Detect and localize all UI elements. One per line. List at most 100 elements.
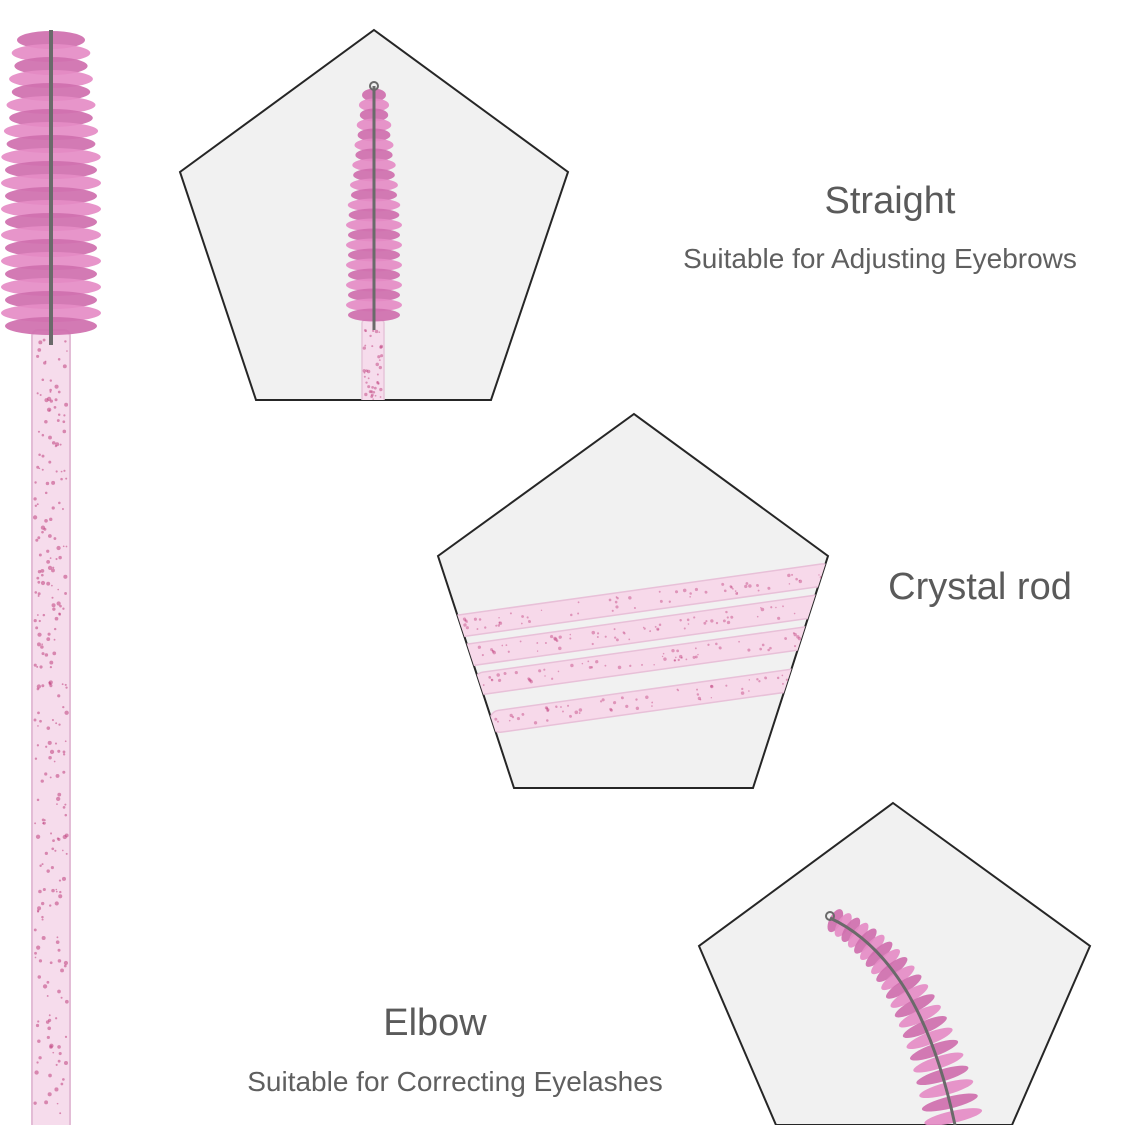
glitter-dot	[659, 599, 663, 603]
glitter-dot	[756, 583, 759, 587]
glitter-dot	[707, 643, 710, 646]
glitter-dot	[569, 714, 572, 718]
glitter-dot	[47, 565, 53, 570]
glitter-dot	[529, 680, 533, 684]
glitter-dot	[370, 395, 374, 399]
glitter-dot	[61, 683, 64, 686]
glitter-dot	[756, 678, 759, 681]
glitter-dot	[36, 354, 40, 358]
glitter-dot	[46, 980, 50, 984]
glitter-dot	[546, 709, 550, 713]
glitter-dot	[62, 420, 66, 424]
glitter-dot	[759, 647, 763, 651]
glitter-dot	[498, 617, 500, 619]
glitter-dot	[459, 647, 463, 652]
glitter-dot	[569, 637, 572, 640]
glitter-dot	[63, 574, 68, 579]
glitter-dot	[545, 707, 549, 710]
glitter-dot	[63, 964, 67, 968]
glitter-dot	[40, 580, 46, 586]
glitter-dot	[645, 695, 649, 700]
glitter-dot	[516, 716, 521, 721]
glitter-dot	[806, 629, 810, 633]
glitter-dot	[37, 536, 41, 540]
straight-brush-tip	[369, 81, 379, 91]
glitter-dot	[38, 619, 41, 623]
glitter-dot	[58, 555, 62, 560]
glitter-dot	[546, 708, 550, 712]
glitter-dot	[658, 590, 661, 593]
glitter-dot	[51, 888, 55, 893]
glitter-dot	[58, 501, 61, 505]
glitter-dot	[674, 590, 679, 594]
glitter-dot	[570, 663, 574, 668]
glitter-dot	[48, 682, 52, 686]
glitter-dot	[368, 390, 372, 394]
glitter-dot	[372, 398, 374, 400]
glitter-dot	[39, 719, 42, 723]
glitter-dot	[543, 668, 546, 671]
glitter-dot	[519, 640, 522, 643]
glitter-dot	[38, 553, 42, 557]
glitter-dot	[614, 600, 618, 604]
glitter-dot	[55, 558, 58, 561]
glitter-dot	[514, 670, 518, 675]
glitter-dot	[41, 652, 45, 656]
glitter-dot	[55, 442, 60, 447]
glitter-dot	[48, 1014, 51, 1017]
glitter-dot	[484, 626, 487, 629]
glitter-dot	[377, 355, 381, 359]
glitter-dot	[54, 849, 57, 852]
glitter-dot	[492, 650, 497, 655]
glitter-dot	[62, 753, 66, 756]
glitter-dot	[748, 679, 751, 681]
glitter-dot	[536, 642, 539, 644]
glitter-dot	[689, 596, 691, 598]
glitter-dot	[47, 632, 51, 636]
glitter-dot	[793, 612, 796, 615]
glitter-dot	[604, 664, 607, 667]
glitter-dot	[64, 710, 69, 715]
glitter-dot	[362, 369, 366, 373]
glitter-dot	[65, 477, 68, 480]
glitter-dot	[41, 915, 44, 919]
glitter-dot	[680, 656, 683, 659]
glitter-dot	[372, 329, 375, 332]
glitter-dot	[715, 621, 719, 625]
glitter-dot	[57, 959, 62, 963]
glitter-dot	[46, 559, 51, 564]
glitter-dot	[61, 508, 64, 511]
glitter-dot	[42, 984, 48, 989]
glitter-dot	[527, 677, 531, 681]
glitter-dot	[609, 707, 613, 711]
glitter-dot	[629, 664, 632, 668]
glitter-dot	[738, 640, 740, 643]
crystal-rod-1	[438, 563, 828, 643]
glitter-dot	[757, 589, 760, 592]
glitter-dot	[41, 935, 46, 940]
glitter-dot	[501, 644, 504, 647]
glitter-dot	[544, 675, 546, 677]
glitter-dot	[36, 945, 41, 950]
glitter-dot	[41, 863, 44, 866]
glitter-dot	[869, 670, 872, 673]
glitter-dot	[599, 700, 603, 703]
glitter-dot	[649, 630, 652, 633]
glitter-dot	[767, 586, 771, 590]
glitter-dot	[55, 1017, 58, 1020]
glitter-dot	[466, 621, 468, 623]
glitter-dot	[63, 1060, 68, 1065]
glitter-dot	[37, 975, 42, 979]
glitter-dot	[609, 708, 613, 712]
glitter-dot	[546, 719, 549, 722]
glitter-dot	[44, 653, 49, 657]
glitter-dot	[793, 645, 797, 648]
glitter-dot	[694, 647, 697, 650]
glitter-dot	[55, 890, 58, 893]
glitter-dot	[591, 642, 594, 646]
glitter-dot	[558, 635, 562, 639]
glitter-dot	[793, 678, 797, 681]
glitter-dot	[38, 340, 43, 345]
glitter-dot	[876, 666, 878, 668]
